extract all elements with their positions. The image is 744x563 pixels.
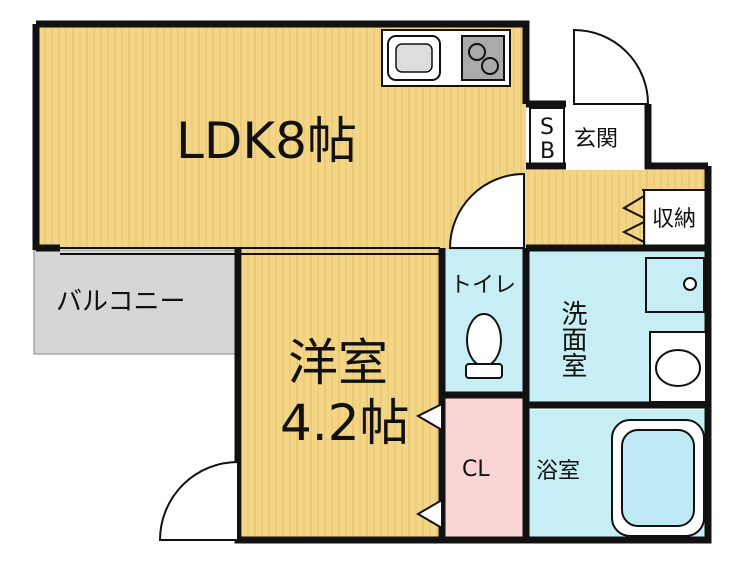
washroom-label: 洗面室 xyxy=(557,300,587,378)
bathroom-label: 浴室 xyxy=(536,459,580,484)
balcony-label: バルコニー xyxy=(56,287,185,317)
doors xyxy=(158,28,650,541)
western-room-label-line2: 4.2帖 xyxy=(280,394,410,452)
entrance-label: 玄関 xyxy=(574,127,618,152)
western-room-floor xyxy=(242,250,442,540)
balcony-area xyxy=(33,249,241,355)
entrance-floor xyxy=(566,104,652,168)
storage-door-icon xyxy=(621,195,645,243)
stove-icon xyxy=(461,35,505,81)
kitchen-counter xyxy=(381,29,511,87)
closet-label: CL xyxy=(462,457,490,482)
walls xyxy=(32,20,712,544)
closet-door-icon xyxy=(415,402,443,530)
bathtub-icon xyxy=(611,419,705,537)
toilet-label: トイレ xyxy=(450,273,516,298)
closet-floor xyxy=(443,398,525,538)
toilet-fixture xyxy=(465,313,503,379)
shoe-box xyxy=(529,107,565,165)
storage-floor xyxy=(646,190,708,246)
wash-basin-icon xyxy=(649,331,707,403)
ldk-label: LDK8帖 xyxy=(176,112,357,170)
western-room-label-line1: 洋室 xyxy=(288,334,388,392)
washing-machine-icon xyxy=(645,257,705,313)
storage-label: 収納 xyxy=(652,207,696,232)
shoe-box-label-bottom: B xyxy=(540,139,555,164)
shoe-box-label-top: S xyxy=(540,115,554,140)
